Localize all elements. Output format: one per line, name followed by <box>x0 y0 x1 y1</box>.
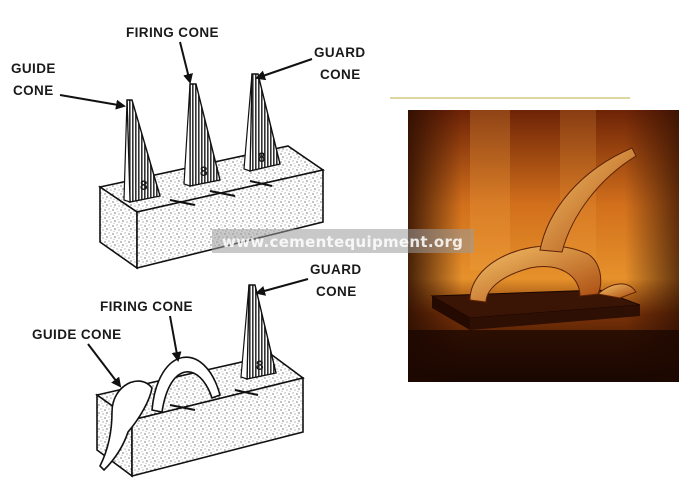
bottom-cone-plaque: 8 GUARD CONE FIRING CONE GUIDE CONE <box>32 262 362 478</box>
photo-bent-cone <box>539 147 637 253</box>
top-firing-cone-mark: 8 <box>200 164 208 179</box>
bottom-firing-arrow <box>169 315 182 362</box>
top-block-groove <box>169 180 273 206</box>
top-guard-cone-label: GUARD <box>314 45 366 60</box>
top-firing-cone: 8 <box>183 83 221 187</box>
bottom-firing-cone <box>151 356 221 413</box>
top-firing-cone-label: FIRING CONE <box>126 25 219 40</box>
bottom-guide-arrow <box>87 343 122 388</box>
bottom-guide-cone-label: GUIDE CONE <box>32 327 122 342</box>
bottom-guard-cone-label-line2: CONE <box>316 284 357 299</box>
photo-slumped-cone <box>469 245 602 303</box>
top-guide-cone: 8 <box>123 99 161 203</box>
bottom-guide-cone <box>99 380 153 472</box>
top-guide-cone-mark: 8 <box>140 178 148 193</box>
fired-cone-photo <box>408 110 679 382</box>
bottom-guard-cone-mark: 8 <box>256 358 264 373</box>
top-guard-cone-mark: 8 <box>258 150 266 165</box>
top-guard-cone: 8 <box>243 73 281 172</box>
photo-small-cone <box>596 283 637 299</box>
bottom-guard-arrow <box>255 278 309 296</box>
bottom-firing-cone-label: FIRING CONE <box>100 299 193 314</box>
top-guard-arrow <box>255 58 313 81</box>
bottom-guard-cone: 8 <box>240 284 277 380</box>
top-guide-arrow <box>59 94 126 110</box>
bottom-guard-cone-label: GUARD <box>310 262 362 277</box>
top-guide-cone-label: GUIDE <box>11 61 56 76</box>
bottom-block-groove <box>169 389 259 411</box>
top-firing-arrow <box>179 41 193 84</box>
watermark: www.cementequipment.org <box>212 229 474 253</box>
top-guide-cone-label-line2: CONE <box>13 83 54 98</box>
top-cone-plaque: 8 8 8 GUIDE CONE FIRING CONE GUARD CONE <box>11 25 366 270</box>
watermark-text: www.cementequipment.org <box>222 233 463 251</box>
top-guard-cone-label-line2: CONE <box>320 67 361 82</box>
